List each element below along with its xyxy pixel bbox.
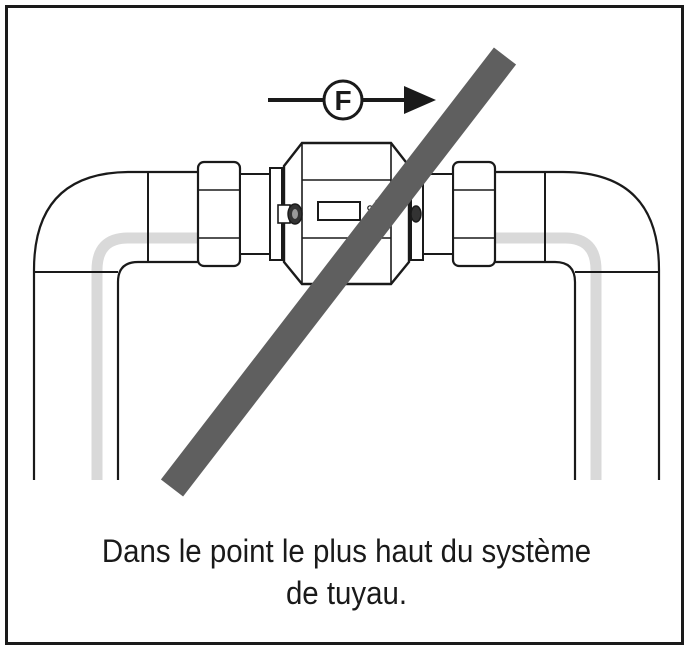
- caption-line-2: de tuyau.: [285, 575, 408, 611]
- sensor-display: [317, 201, 361, 221]
- diagonal-strike-icon: [160, 47, 517, 497]
- left-hex-nut: [196, 160, 283, 268]
- right-connector: [410, 205, 422, 223]
- flow-sensor-body: [282, 141, 411, 286]
- caption-line-1: Dans le point le plus haut du système: [101, 533, 592, 569]
- left-pipe-elbow: [32, 170, 200, 480]
- flow-label: F: [334, 85, 351, 116]
- arrow-right-icon: [362, 86, 436, 114]
- caption: Dans le point le plus haut du système de…: [37, 530, 656, 614]
- left-connector: [277, 203, 303, 225]
- right-pipe-elbow: [493, 170, 661, 480]
- flow-direction-marker: F: [268, 79, 436, 121]
